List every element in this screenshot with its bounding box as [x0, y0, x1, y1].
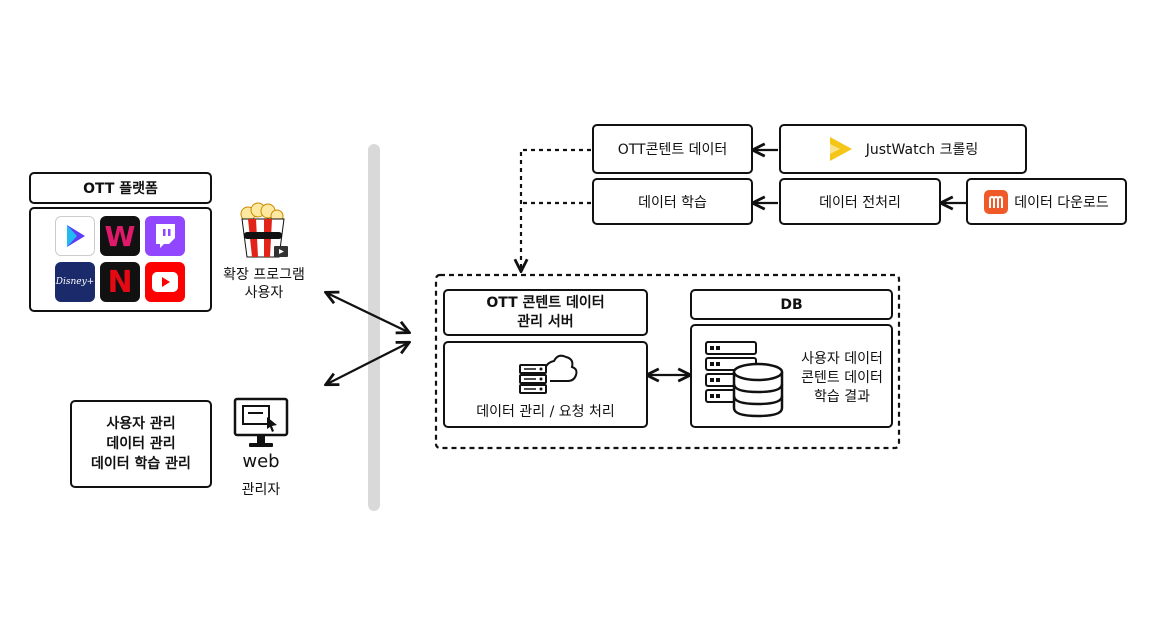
- twitch-app-icon: [145, 216, 185, 256]
- cloud-server-icon: [518, 354, 577, 394]
- disney-plus-app-icon: Disney+: [55, 262, 95, 302]
- server-function-label: 데이터 관리 / 요청 처리: [476, 404, 615, 420]
- ott-platform-title: OTT 플랫폼: [29, 172, 212, 204]
- data-download-box: 데이터 다운로드: [966, 178, 1127, 225]
- watcha-app-icon: W: [100, 216, 140, 256]
- computer-icon: [233, 397, 289, 447]
- ott-content-data-box: OTT콘텐트 데이터: [592, 124, 753, 174]
- extension-user-label: 확장 프로그램 사용자: [214, 266, 314, 302]
- justwatch-icon: [829, 137, 852, 161]
- extension-user-label-line1: 확장 프로그램: [223, 267, 305, 283]
- server-title-line2: 관리 서버: [517, 313, 574, 330]
- web-label: web: [242, 451, 280, 472]
- server-title-box: OTT 콘텐트 데이터 관리 서버: [443, 289, 648, 336]
- database-icon: [705, 341, 784, 418]
- server-body-box: 데이터 관리 / 요청 처리: [443, 341, 648, 428]
- db-content-content: 콘텐트 데이터: [801, 370, 883, 386]
- data-learning-box: 데이터 학습: [592, 178, 753, 225]
- popcorn-icon: [240, 202, 288, 258]
- db-contents: 사용자 데이터 콘텐트 데이터 학습 결과: [790, 350, 894, 407]
- db-body-box: 사용자 데이터 콘텐트 데이터 학습 결과: [690, 324, 893, 428]
- ott-content-data-label: OTT콘텐트 데이터: [617, 142, 728, 158]
- server-group-boundary: [434, 273, 901, 450]
- data-preprocessing-label: 데이터 전처리: [819, 194, 901, 211]
- admin-arrow: [327, 343, 408, 384]
- admin-task-data: 데이터 관리: [106, 436, 176, 452]
- db-content-learning: 학습 결과: [814, 389, 870, 405]
- data-download-label: 데이터 다운로드: [1014, 194, 1109, 211]
- extension-user-arrow: [327, 293, 408, 332]
- extension-user-label-line2: 사용자: [244, 285, 284, 301]
- admin-role-label: 관리자: [241, 482, 281, 498]
- youtube-app-icon: [145, 262, 185, 302]
- netflix-app-icon: N: [100, 262, 140, 302]
- content-to-server-dotted-line: [521, 148, 591, 270]
- justwatch-crawling-box: JustWatch 크롤링: [779, 124, 1027, 174]
- ott-platform-title-text: OTT 플랫폼: [83, 181, 158, 197]
- play-app-icon: [55, 216, 95, 256]
- admin-task-learning: 데이터 학습 관리: [91, 456, 191, 472]
- db-content-user: 사용자 데이터: [801, 351, 883, 367]
- data-learning-label: 데이터 학습: [638, 194, 707, 211]
- download-app-icon: [984, 189, 1009, 214]
- admin-tasks-box: 사용자 관리 데이터 관리 데이터 학습 관리: [70, 400, 212, 488]
- db-title: DB: [780, 296, 803, 313]
- db-title-box: DB: [690, 289, 893, 320]
- server-title-line1: OTT 콘텐트 데이터: [486, 294, 605, 311]
- disney-plus-wordmark: Disney+: [55, 277, 95, 287]
- data-preprocessing-box: 데이터 전처리: [779, 178, 941, 225]
- admin-task-user: 사용자 관리: [106, 416, 176, 432]
- justwatch-crawling-label: JustWatch 크롤링: [865, 142, 979, 158]
